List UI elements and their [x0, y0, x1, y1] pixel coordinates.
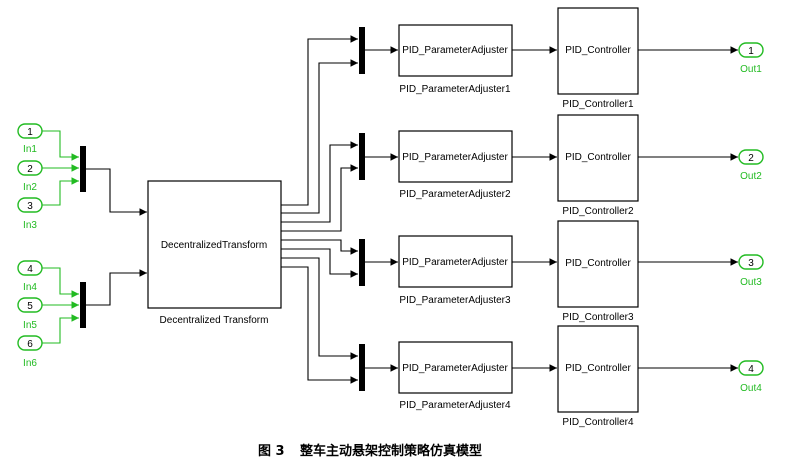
controller-label-3: PID_Controller3: [562, 312, 634, 323]
inport-4[interactable]: 4 In4: [17, 260, 43, 293]
inport-number: 6: [27, 339, 33, 350]
block-text: PID_Controller: [565, 45, 631, 56]
block-text: PID_Controller: [565, 363, 631, 374]
inport-label: In2: [23, 182, 37, 193]
adjuster-label-2: PID_ParameterAdjuster2: [399, 189, 511, 200]
adjuster-block-4[interactable]: PID_ParameterAdjuster: [398, 341, 513, 394]
inport-5[interactable]: 5 In5: [17, 297, 43, 331]
inport-3[interactable]: 3 In3: [17, 197, 43, 231]
outport-1[interactable]: 1 Out1: [738, 42, 764, 75]
outport-label: Out3: [740, 277, 762, 288]
inport-label: In4: [23, 282, 37, 293]
block-text: PID_ParameterAdjuster: [402, 45, 508, 56]
transform-label: Decentralized Transform: [160, 315, 269, 326]
inport-number: 5: [27, 301, 33, 312]
figure-number: 图 3: [258, 444, 285, 459]
inport-number: 1: [27, 127, 33, 138]
controller-block-3[interactable]: PID_Controller: [557, 220, 639, 308]
outport-4[interactable]: 4 Out4: [738, 360, 764, 394]
row-mux-4[interactable]: [359, 344, 365, 391]
controller-label-1: PID_Controller1: [562, 99, 634, 110]
input-mux-2[interactable]: [80, 282, 86, 328]
controller-label-2: PID_Controller2: [562, 206, 634, 217]
adjuster-block-1[interactable]: PID_ParameterAdjuster: [398, 24, 513, 77]
block-text: PID_ParameterAdjuster: [402, 363, 508, 374]
outport-number: 2: [748, 153, 754, 164]
adjuster-label-4: PID_ParameterAdjuster4: [399, 400, 511, 411]
block-text: DecentralizedTransform: [161, 240, 267, 251]
controller-label-4: PID_Controller4: [562, 417, 634, 428]
outport-number: 4: [748, 364, 754, 375]
outport-label: Out2: [740, 171, 762, 182]
row-mux-3[interactable]: [359, 239, 365, 286]
adjuster-to-controller-wires: [512, 46, 557, 372]
inport-label: In5: [23, 320, 37, 331]
adjuster-block-3[interactable]: PID_ParameterAdjuster: [398, 235, 513, 288]
outport-label: Out4: [740, 383, 762, 394]
block-text: PID_Controller: [565, 152, 631, 163]
inport-2[interactable]: 2 In2: [17, 160, 43, 193]
controller-to-output-wires: [638, 46, 738, 372]
outport-3[interactable]: 3 Out3: [738, 254, 764, 288]
adjuster-label-3: PID_ParameterAdjuster3: [399, 295, 511, 306]
inport-number: 2: [27, 164, 33, 175]
inport-1[interactable]: 1 In1: [17, 123, 43, 155]
mux-to-adjuster-wires: [365, 46, 398, 372]
inport-label: In6: [23, 358, 37, 369]
input-wires: [42, 130, 79, 344]
outport-2[interactable]: 2 Out2: [738, 149, 764, 182]
controller-block-1[interactable]: PID_Controller: [557, 7, 639, 95]
outport-label: Out1: [740, 64, 762, 75]
controller-block-2[interactable]: PID_Controller: [557, 114, 639, 202]
row-mux-1[interactable]: [359, 27, 365, 74]
inport-label: In1: [23, 144, 37, 155]
block-text: PID_ParameterAdjuster: [402, 152, 508, 163]
controller-block-4[interactable]: PID_Controller: [557, 325, 639, 413]
input-mux-1[interactable]: [80, 146, 86, 192]
inport-number: 3: [27, 201, 33, 212]
row-mux-2[interactable]: [359, 133, 365, 180]
mux-to-transform-wires: [86, 168, 147, 306]
block-text: PID_ParameterAdjuster: [402, 257, 508, 268]
block-text: PID_Controller: [565, 258, 631, 269]
inport-label: In3: [23, 220, 37, 231]
figure-title: 整车主动悬架控制策略仿真模型: [299, 443, 482, 459]
transform-output-wires: [281, 35, 358, 384]
inport-number: 4: [27, 264, 33, 275]
outport-number: 1: [748, 46, 754, 57]
inport-6[interactable]: 6 In6: [17, 335, 43, 369]
outport-number: 3: [748, 258, 754, 269]
adjuster-label-1: PID_ParameterAdjuster1: [399, 84, 511, 95]
decentralized-transform-block[interactable]: DecentralizedTransform: [147, 180, 282, 309]
adjuster-block-2[interactable]: PID_ParameterAdjuster: [398, 130, 513, 183]
